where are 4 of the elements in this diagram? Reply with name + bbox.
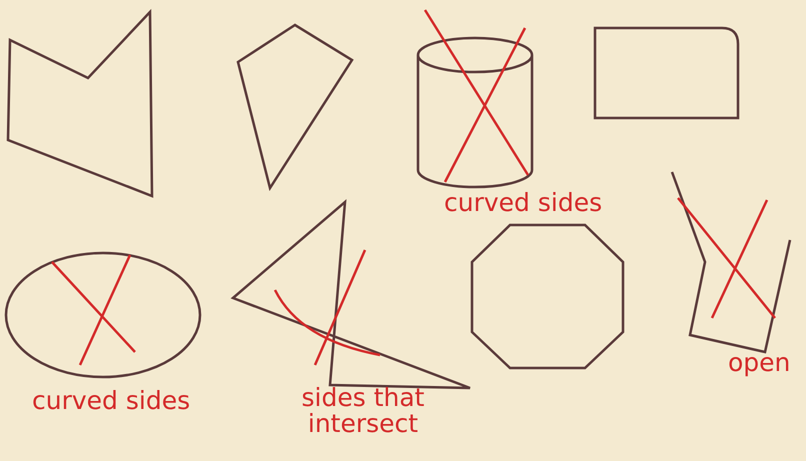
- handwritten-note: sides that intersect: [300, 385, 426, 438]
- handwritten-note: open: [728, 350, 790, 376]
- handwritten-note: curved sides: [444, 190, 602, 216]
- handwritten-note: curved sides: [32, 388, 190, 414]
